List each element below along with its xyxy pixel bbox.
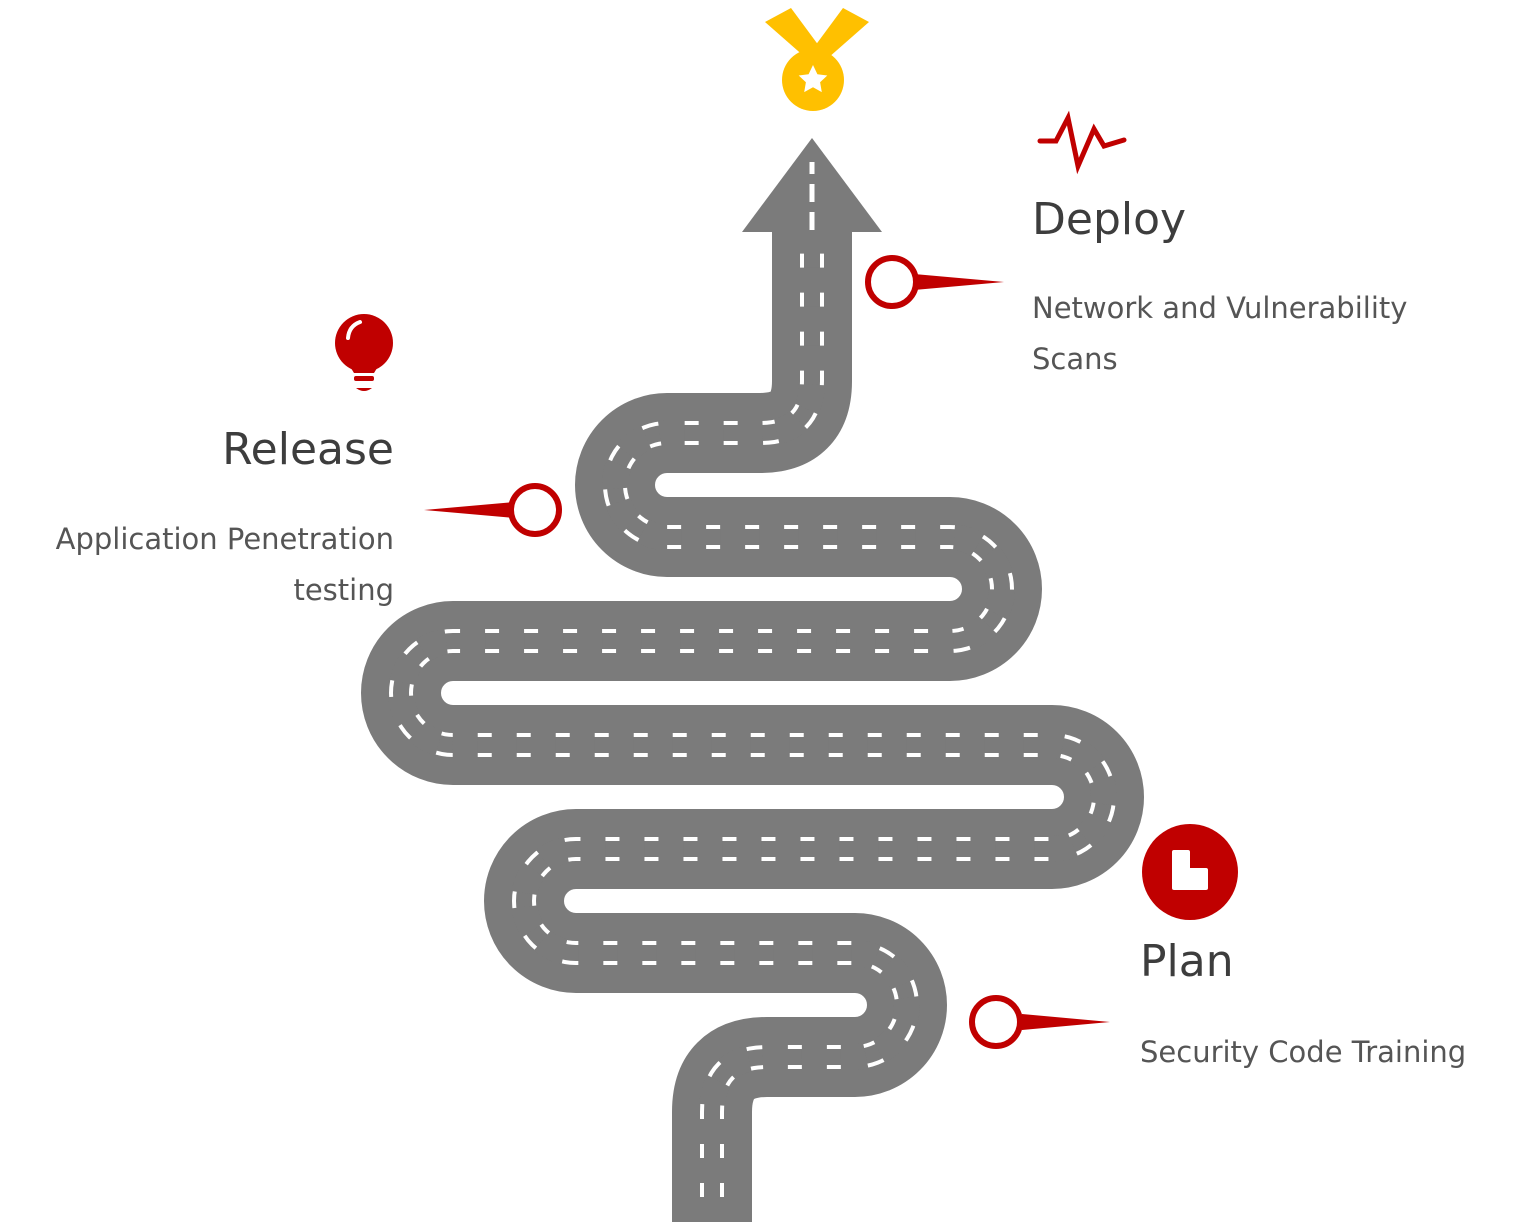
lightbulb-icon xyxy=(335,314,393,391)
chat-bubble-icon xyxy=(1142,824,1238,920)
heartbeat-pulse-icon xyxy=(1037,110,1127,175)
release-description-line-1: Application Penetration xyxy=(55,522,394,556)
medal-star-icon xyxy=(765,8,869,111)
release-title: Release xyxy=(222,424,394,475)
release-description: Application Penetration testing xyxy=(56,514,394,616)
road-body xyxy=(401,230,1104,1222)
release-pin-marker xyxy=(424,483,562,537)
deploy-description-line-2: Scans xyxy=(1032,341,1118,376)
plan-description: Security Code Training xyxy=(1140,1027,1466,1078)
deploy-title: Deploy xyxy=(1032,194,1187,245)
deploy-description-line-1: Network and Vulnerability xyxy=(1032,291,1408,325)
plan-description-line-1: Security Code Training xyxy=(1140,1035,1467,1069)
plan-title: Plan xyxy=(1140,936,1234,987)
deploy-description: Network and Vulnerability Scans xyxy=(1032,283,1407,385)
deploy-pin-marker xyxy=(865,255,1004,309)
release-description-line-2: testing xyxy=(293,572,394,607)
plan-pin-marker xyxy=(969,995,1110,1049)
